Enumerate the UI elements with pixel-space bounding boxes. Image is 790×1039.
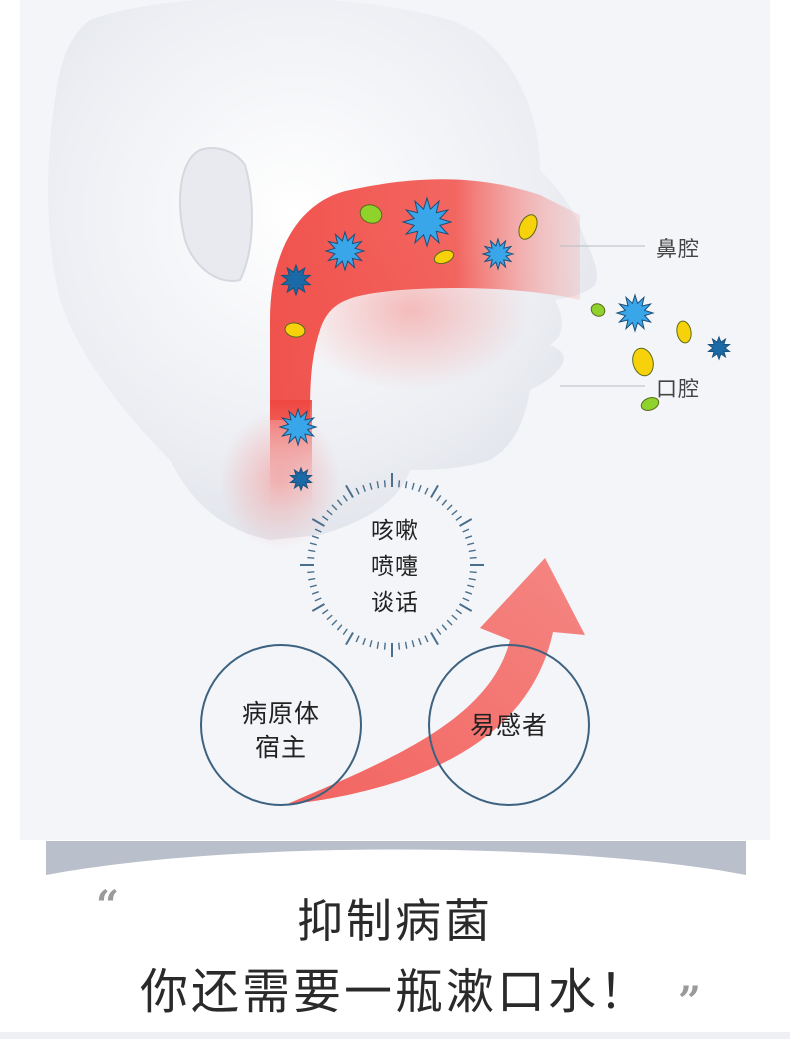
bacteria-bean-icon bbox=[359, 204, 383, 224]
virus-star-icon bbox=[278, 407, 318, 447]
bacteria-bean-icon bbox=[518, 214, 538, 240]
mode-sneeze: 喷嚏 bbox=[371, 554, 419, 580]
bacteria-bean-icon bbox=[433, 249, 455, 265]
bacteria-bean-icon bbox=[632, 347, 654, 377]
nasal-cavity-label: 鼻腔 bbox=[656, 237, 700, 261]
virus-star-icon bbox=[280, 263, 312, 297]
open-quote-icon: “ bbox=[96, 882, 120, 929]
headline-line2: 你还需要一瓶漱口水！ bbox=[139, 964, 650, 1020]
bacteria-bean-icon bbox=[284, 322, 306, 338]
oral-cavity-label: 口腔 bbox=[656, 377, 700, 401]
headline-line1: 抑制病菌 bbox=[297, 894, 493, 948]
transmission-ring bbox=[300, 473, 484, 657]
source-circle bbox=[200, 644, 362, 806]
virus-star-icon bbox=[324, 230, 366, 272]
virus-star-icon bbox=[615, 293, 655, 333]
illustration-panel: 鼻腔 口腔 咳嗽 喷嚏 谈话 病原体 宿主 易感者 bbox=[20, 0, 770, 840]
target-circle bbox=[428, 644, 590, 806]
mode-talk: 谈话 bbox=[371, 590, 419, 616]
head-diagram bbox=[48, 0, 731, 806]
bacteria-bean-icon bbox=[676, 320, 692, 344]
virus-star-icon bbox=[401, 196, 453, 248]
bacteria-bean-icon bbox=[640, 397, 660, 411]
mode-cough: 咳嗽 bbox=[371, 518, 419, 544]
bacteria-bean-icon bbox=[590, 303, 606, 317]
close-quote-icon: ” bbox=[678, 978, 702, 1025]
source-pathogen: 病原体 bbox=[241, 699, 320, 728]
virus-star-icon bbox=[707, 335, 731, 361]
ear-shape bbox=[179, 147, 253, 282]
target-circle-text: 易感者 bbox=[469, 711, 548, 740]
virus-star-icon bbox=[481, 237, 515, 271]
transmission-modes: 咳嗽 喷嚏 谈话 bbox=[345, 513, 445, 621]
transmission-arrow bbox=[285, 558, 585, 805]
source-host: 宿主 bbox=[254, 733, 307, 762]
virus-star-icon bbox=[289, 466, 313, 492]
source-circle-text: 病原体 宿主 bbox=[211, 697, 351, 765]
germs-layer bbox=[278, 196, 731, 492]
bottom-strip bbox=[0, 1032, 790, 1039]
curved-band bbox=[46, 841, 746, 875]
